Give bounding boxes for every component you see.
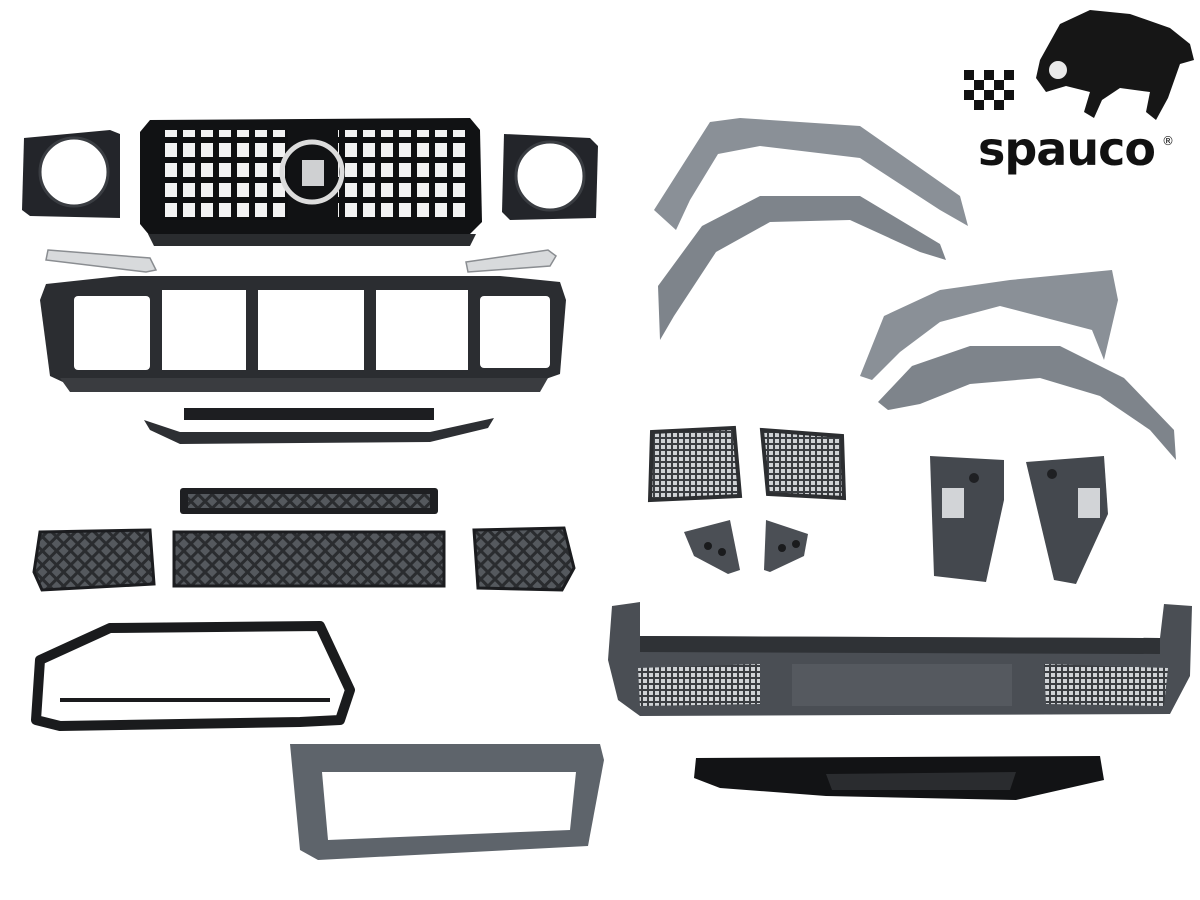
fender-flare-rear-left [860, 270, 1118, 380]
fender-flare-front-right [658, 196, 946, 340]
fender-flare-front-left [654, 118, 968, 230]
spauco-logo [952, 4, 1198, 174]
fender-flare-rear-right [878, 346, 1176, 460]
rear-corner-guard-right [1026, 456, 1108, 584]
headlight-surround-left [22, 130, 120, 218]
panamericana-grille [140, 118, 482, 246]
center-vent-trim [180, 488, 438, 514]
sensor-bracket-left [684, 520, 740, 574]
lower-center-grille [172, 530, 446, 588]
rear-bumper [608, 602, 1192, 716]
bull-icon [1036, 10, 1194, 120]
trademark-symbol: ® [1162, 134, 1174, 148]
headlight-mesh-guard-left [647, 425, 743, 503]
headlight-surround-right [502, 134, 598, 220]
checkered-flag-icon [960, 66, 1020, 118]
front-lip-spoiler [144, 408, 494, 444]
rear-corner-guard-left [930, 456, 1004, 582]
headlight-mesh-guard-right [759, 427, 847, 501]
radiator-support-frame [31, 621, 355, 731]
front-bumper [40, 276, 566, 392]
brand-wordmark: spauco [978, 122, 1156, 176]
drl-strip-right [465, 249, 557, 273]
sensor-bracket-right [764, 520, 808, 572]
drl-strip-left [45, 249, 158, 273]
fog-grille-right [472, 526, 576, 592]
fog-grille-left [32, 528, 156, 592]
windscreen-frame [290, 744, 604, 860]
rear-diffuser [694, 756, 1104, 800]
